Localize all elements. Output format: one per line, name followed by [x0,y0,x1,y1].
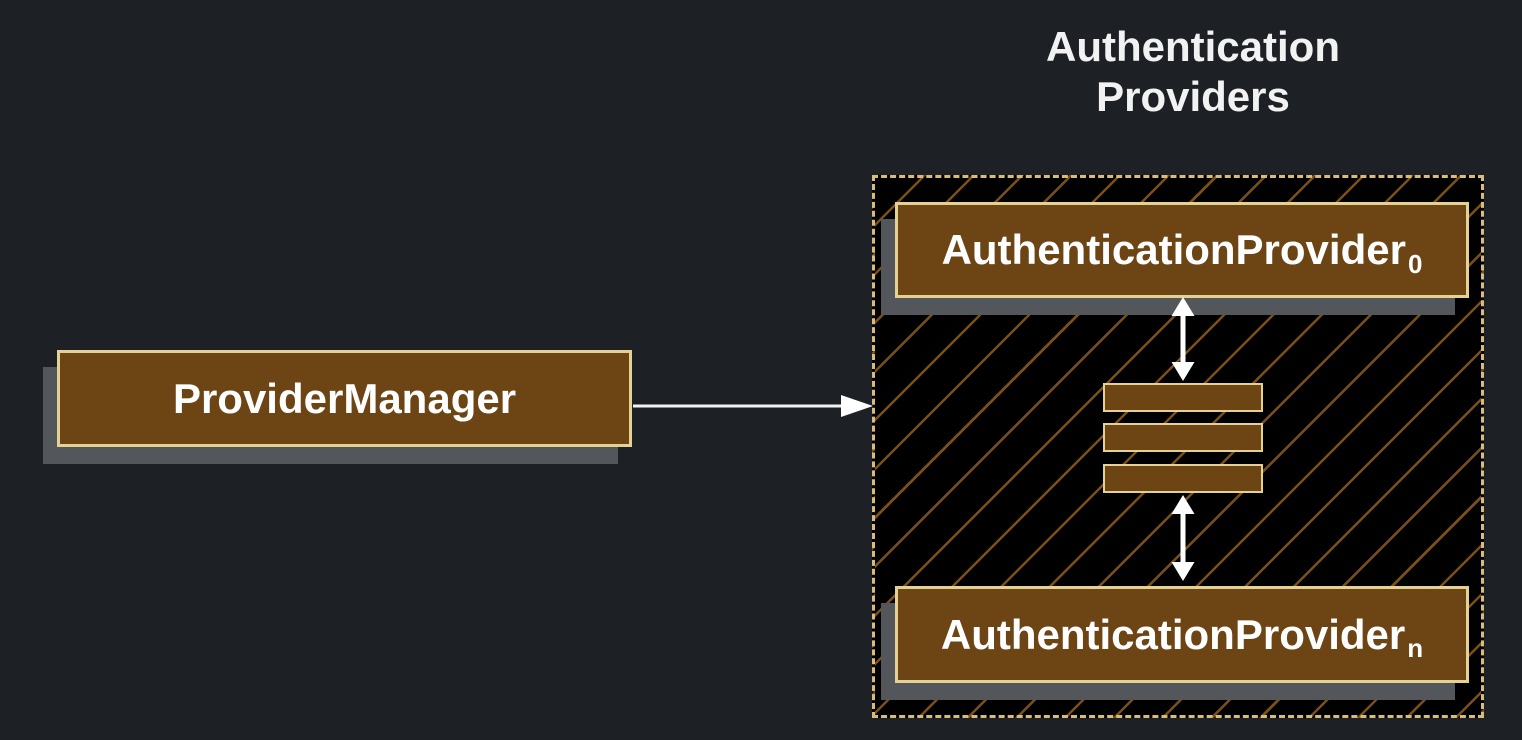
provider-manager-node: ProviderManager [57,350,632,447]
provider-ellipsis-bar [1103,383,1263,412]
bidirectional-arrow-top [1171,297,1195,381]
provider-ellipsis-bar [1103,464,1263,493]
authentication-provider-n-label: AuthenticationProvider [940,610,1406,658]
authentication-provider-n-subscript: n [1407,633,1424,663]
authentication-provider-0-subscript: 0 [1407,248,1423,279]
provider-manager-to-providers-arrow [633,395,873,417]
provider-ellipsis-bar [1103,423,1263,452]
authentication-provider-0-label: AuthenticationProvider [941,226,1406,273]
bidirectional-arrow-bottom [1171,495,1195,581]
provider-manager-label: ProviderManager [172,374,517,422]
providers-group-title: Authentication Providers [1046,23,1340,120]
authentication-provider-n-node: AuthenticationProvider n [895,586,1469,683]
authentication-provider-0-node: AuthenticationProvider 0 [895,202,1469,298]
